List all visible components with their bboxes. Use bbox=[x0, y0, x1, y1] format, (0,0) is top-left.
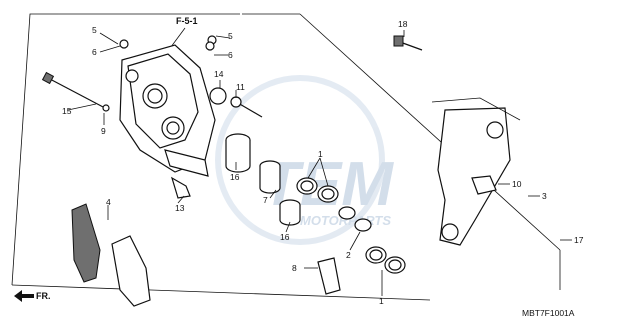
catalog-code: MBT7F1001A bbox=[522, 308, 575, 318]
callout-2: 2 bbox=[346, 250, 351, 260]
callout-7: 7 bbox=[263, 195, 268, 205]
pad-retainer bbox=[317, 257, 341, 295]
callout-leaders bbox=[67, 30, 540, 296]
callout-6-right: 6 bbox=[228, 50, 233, 60]
callout-13: 13 bbox=[175, 203, 185, 213]
front-direction-arrow: FR. bbox=[14, 290, 51, 302]
callout-14: 14 bbox=[214, 69, 224, 79]
callout-8: 8 bbox=[292, 263, 297, 273]
reference-label: F-5-1 bbox=[176, 16, 198, 26]
callout-1-lower: 1 bbox=[379, 296, 384, 306]
callout-5-left: 5 bbox=[92, 25, 97, 35]
callout-17: 17 bbox=[574, 235, 584, 245]
direction-label: FR. bbox=[36, 291, 51, 301]
piston-lower bbox=[259, 160, 301, 226]
bolts bbox=[41, 13, 423, 199]
callout-9: 9 bbox=[101, 126, 106, 136]
callout-5-right: 5 bbox=[228, 31, 233, 41]
assembly-frame bbox=[11, 13, 572, 301]
callout-16-upper: 16 bbox=[230, 172, 240, 182]
callout-18: 18 bbox=[398, 19, 408, 29]
pad-spring bbox=[471, 175, 497, 195]
callout-15: 15 bbox=[62, 106, 72, 116]
brake-pads bbox=[71, 203, 151, 307]
caliper-bracket bbox=[431, 97, 521, 246]
callout-16-lower: 16 bbox=[280, 232, 290, 242]
piston-upper bbox=[225, 133, 251, 173]
callout-3: 3 bbox=[542, 191, 547, 201]
callout-1-upper: 1 bbox=[318, 149, 323, 159]
callout-10: 10 bbox=[512, 179, 522, 189]
callout-labels: 5 6 5 6 18 14 11 15 9 4 16 7 16 13 1 2 1… bbox=[62, 19, 584, 306]
callout-4: 4 bbox=[106, 197, 111, 207]
callout-6-left: 6 bbox=[92, 47, 97, 57]
callout-11: 11 bbox=[236, 82, 245, 92]
caliper-body bbox=[119, 44, 216, 177]
piston-seals bbox=[296, 177, 406, 274]
